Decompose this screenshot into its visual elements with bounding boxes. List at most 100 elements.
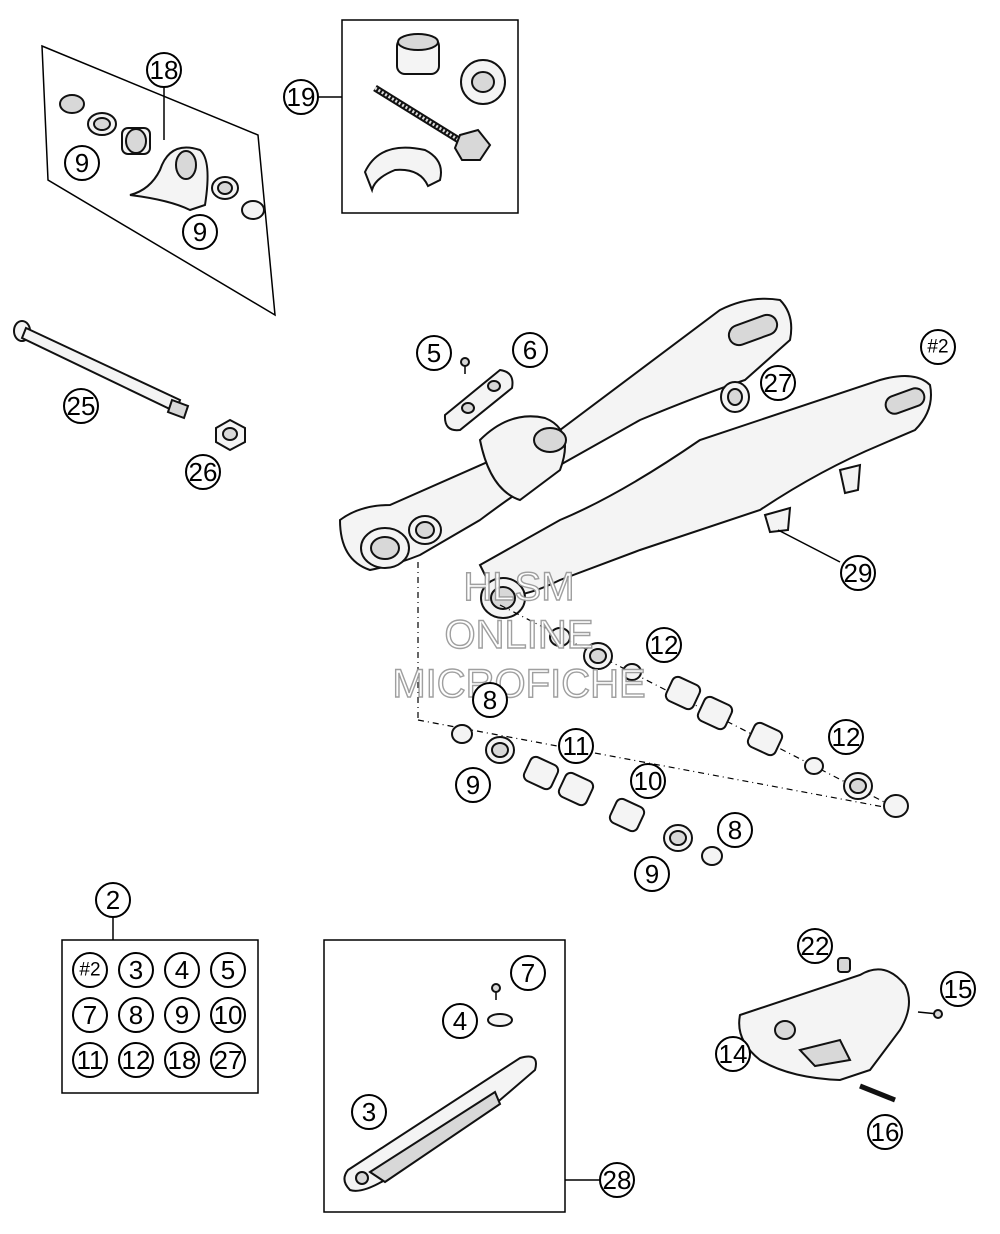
svg-text:4: 4 [175,955,189,985]
callout-15: 15 [940,971,976,1007]
svg-text:5: 5 [221,955,235,985]
kit-grid-item: 9 [164,997,200,1033]
callout-16: 16 [867,1114,903,1150]
kit-19-parts [363,33,506,194]
callout-3: 3 [351,1094,387,1130]
svg-text:15: 15 [944,974,973,1004]
callout-9-kit-b: 9 [182,214,218,250]
callout-5: 5 [416,335,452,371]
svg-text:9: 9 [645,859,659,889]
kit-19-frame [341,19,519,214]
bearing-stack-lower [451,724,723,866]
chain-guide [738,957,943,1103]
svg-text:5: 5 [427,338,441,368]
kit-grid-item: 5 [210,952,246,988]
svg-text:7: 7 [521,958,535,988]
svg-text:11: 11 [77,1045,104,1075]
svg-text:12: 12 [832,722,861,752]
callout-4: 4 [442,1003,478,1039]
callout-28: 28 [599,1162,635,1198]
svg-text:8: 8 [129,1000,143,1030]
svg-text:12: 12 [650,630,679,660]
kit-grid-item: 4 [164,952,200,988]
svg-text:27: 27 [764,368,793,398]
svg-text:9: 9 [193,217,207,247]
callout-8-upper: 8 [472,682,508,718]
kit-18-parts [59,94,265,220]
chain-slider [343,983,537,1192]
svg-text:9: 9 [466,770,480,800]
svg-text:14: 14 [719,1039,748,1069]
callout-6: 6 [512,332,548,368]
svg-text:3: 3 [362,1097,376,1127]
callout-9-lower-left: 9 [455,767,491,803]
callout-11: 11 [558,728,594,764]
svg-text:3: 3 [129,955,143,985]
svg-text:19: 19 [287,82,316,112]
kit-18-frame [41,44,276,317]
kit-grid-item: 18 [164,1042,200,1078]
kit-grid-item: 27 [210,1042,246,1078]
watermark-line-1: HLSM [463,565,574,609]
svg-text:25: 25 [67,391,96,421]
svg-text:10: 10 [634,766,663,796]
svg-text:9: 9 [175,1000,189,1030]
callout-10: 10 [630,763,666,799]
svg-text:29: 29 [844,558,873,588]
kit-grid-item: 3 [118,952,154,988]
kit-grid-item: #2 [72,952,108,988]
chain-guard-small [443,357,514,432]
callout-14: 14 [715,1036,751,1072]
axle-nut [215,418,246,452]
watermark-line-2: ONLINE [445,613,594,657]
callout-26: 26 [185,454,221,490]
svg-text:18: 18 [150,55,179,85]
callout-9-kit-a: 9 [64,145,100,181]
callout-12-lower: 12 [828,719,864,755]
watermark-line-3: MICROFICHE [392,662,645,706]
kit-grid-item: 10 [210,997,246,1033]
svg-text:12: 12 [122,1045,151,1075]
svg-text:11: 11 [563,731,590,761]
bearing-stack-upper [549,627,909,818]
watermark: HLSM ONLINE MICROFICHE [392,564,647,706]
kit-grid-item: 7 [72,997,108,1033]
svg-text:18: 18 [168,1045,197,1075]
svg-text:27: 27 [214,1045,243,1075]
callout-7: 7 [510,955,546,991]
callout-27: 27 [760,365,796,401]
kit-grid-item: 12 [118,1042,154,1078]
callout-25: 25 [63,388,99,424]
svg-text:22: 22 [801,931,830,961]
svg-text:26: 26 [189,457,218,487]
callout-29: 29 [840,555,876,591]
callout-8-lower: 8 [717,812,753,848]
svg-text:2: 2 [106,885,120,915]
svg-text:9: 9 [75,148,89,178]
kit-28-frame [323,939,566,1213]
callout-22: 22 [797,928,833,964]
callout-9-lower-right: 9 [634,856,670,892]
svg-text:#2: #2 [79,960,100,981]
bushing-27 [720,381,750,413]
svg-text:7: 7 [83,1000,97,1030]
callout-19: 19 [283,79,319,115]
swingarm [338,297,932,619]
svg-text:8: 8 [728,815,742,845]
callout-hash-2-top: #2 [920,329,956,365]
svg-text:#2: #2 [927,337,948,358]
callout-2: 2 [95,882,131,918]
svg-text:6: 6 [523,335,537,365]
callout-18: 18 [146,52,182,88]
svg-text:10: 10 [214,1000,243,1030]
kit-grid-item: 8 [118,997,154,1033]
kit-grid-item: 11 [72,1042,108,1078]
callout-12-upper: 12 [646,627,682,663]
kit-2-grid: #2 3 4 5 7 8 9 10 11 12 18 27 [72,952,246,1078]
kit-2-frame [61,939,259,1094]
svg-text:4: 4 [453,1006,467,1036]
svg-text:28: 28 [603,1165,632,1195]
svg-text:16: 16 [871,1117,900,1147]
svg-text:8: 8 [483,685,497,715]
